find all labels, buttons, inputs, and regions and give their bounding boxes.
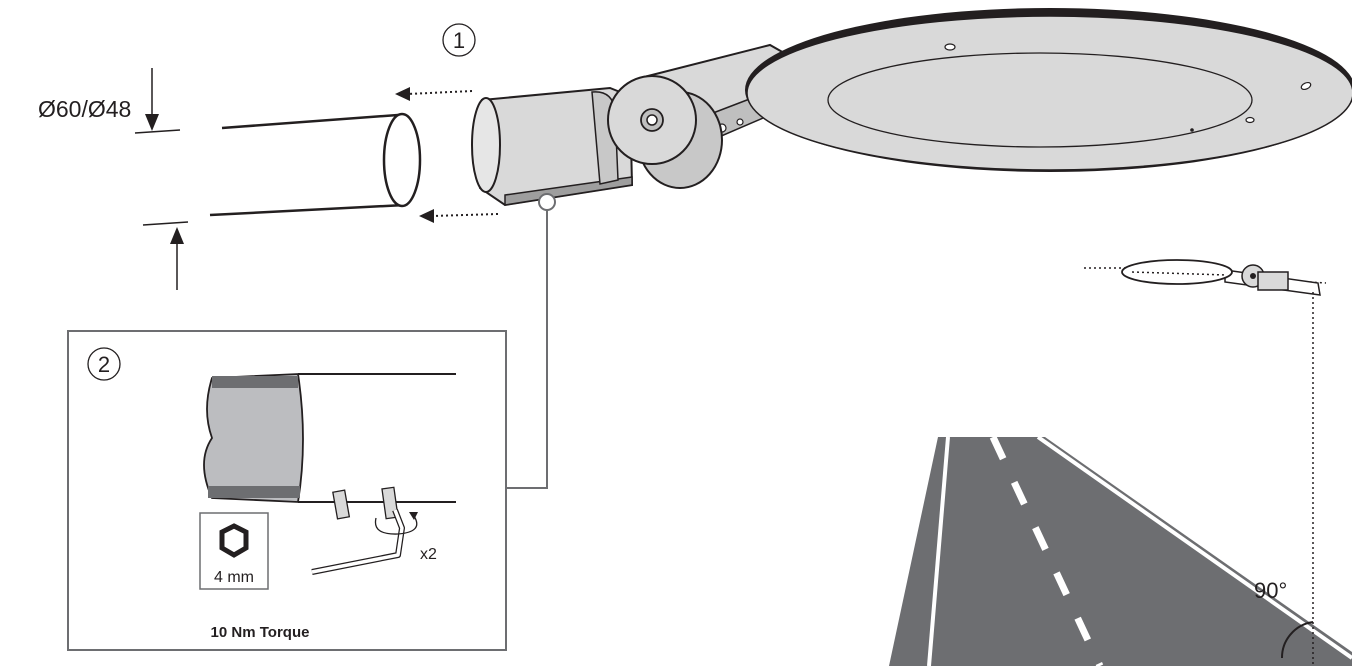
step-1-number: 1: [453, 28, 465, 53]
luminaire: [471, 8, 1352, 207]
right-angle-marker: 90°: [1254, 578, 1314, 659]
pole-tube: [209, 112, 422, 217]
step-2-number: 2: [98, 352, 110, 377]
hex-size-label: 4 mm: [214, 569, 254, 586]
insertion-arrows: [395, 87, 499, 223]
diameter-label: Ø60/Ø48: [38, 96, 131, 122]
torque-label: 10 Nm Torque: [211, 624, 310, 641]
small-luminaire: [1084, 259, 1327, 666]
hex-key-icon: 4 mm: [199, 512, 269, 590]
step-2-detail-box: 2 x2 4 mm 10 N: [67, 330, 507, 651]
angle-label: 90°: [1254, 578, 1287, 603]
step-1-marker: 1: [442, 23, 476, 57]
callout-connector: [506, 193, 556, 489]
diameter-dimension: Ø60/Ø48: [38, 68, 189, 290]
quantity-label: x2: [420, 546, 437, 563]
allen-key-icon: [311, 508, 405, 575]
road: [889, 435, 1352, 666]
rotation-arrow-icon: [374, 512, 418, 535]
tube-section: [203, 373, 456, 503]
